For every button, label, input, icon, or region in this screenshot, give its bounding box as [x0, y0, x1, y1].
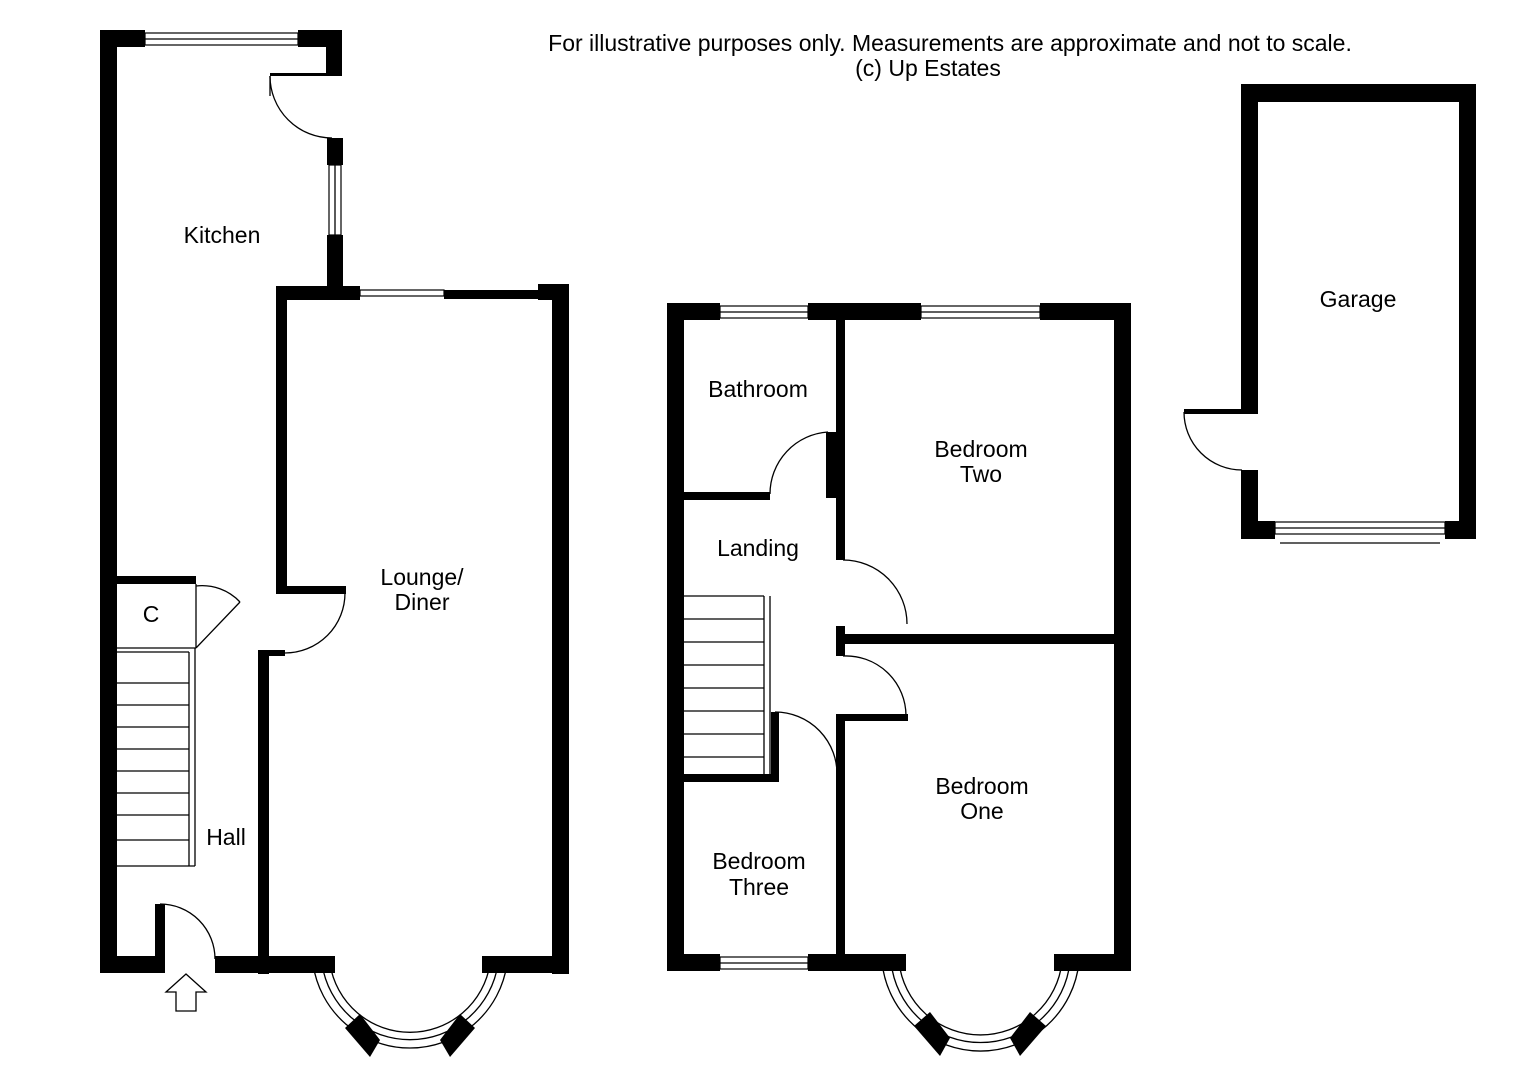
wall: [258, 650, 285, 656]
wall: [215, 956, 335, 973]
room-label-garage: Garage: [1320, 286, 1397, 312]
ground-floor: Kitchen C Hall Lounge/ Diner: [100, 30, 569, 1057]
wall: [1445, 521, 1476, 539]
wall: [667, 774, 777, 782]
wall: [836, 303, 845, 498]
room-label-bedroom-three-1: Bedroom: [712, 848, 805, 874]
room-label-lounge-1: Lounge/: [380, 564, 464, 590]
bedroom-three-door: [774, 711, 838, 777]
wall: [100, 956, 160, 973]
stairs: [117, 648, 196, 867]
wall: [1114, 303, 1131, 971]
wall: [100, 30, 117, 973]
room-label-lounge-2: Diner: [395, 589, 450, 615]
bedroom-one-door: [842, 655, 907, 717]
kitchen-door: [269, 75, 333, 139]
room-label-bedroom-three-2: Three: [729, 874, 789, 900]
wall: [836, 714, 908, 721]
wall: [444, 290, 569, 299]
wall: [1241, 84, 1476, 102]
wall: [258, 650, 269, 974]
room-label-kitchen: Kitchen: [184, 222, 261, 248]
cupboard-door: [195, 584, 241, 603]
first-floor: Bathroom Landing Bedroom Two Bedroom One…: [667, 303, 1131, 1056]
lounge-bay-window: [312, 956, 508, 1057]
wall: [836, 498, 845, 560]
wall: [552, 284, 569, 974]
garage: Garage: [1183, 84, 1476, 544]
front-door: [159, 903, 216, 960]
wall: [667, 303, 720, 320]
room-label-bathroom: Bathroom: [708, 376, 808, 402]
wall: [836, 714, 845, 959]
wall: [808, 954, 906, 971]
wall: [117, 576, 196, 584]
wall: [327, 138, 343, 165]
wall: [276, 288, 287, 593]
room-label-bedroom-two-1: Bedroom: [934, 436, 1027, 462]
wall: [326, 30, 342, 76]
wall: [276, 586, 346, 594]
wall: [327, 235, 343, 300]
garage-side-door: [1183, 411, 1243, 471]
entrance-arrow-icon: [164, 973, 208, 1012]
wall: [1040, 303, 1131, 320]
bathroom-door: [769, 431, 829, 495]
lounge-door: [284, 592, 346, 654]
room-label-bedroom-one-1: Bedroom: [935, 773, 1028, 799]
room-label-bedroom-one-2: One: [960, 798, 1003, 824]
copyright-text: (c) Up Estates: [855, 55, 1001, 81]
room-label-cupboard: C: [143, 601, 160, 627]
wall: [771, 712, 779, 782]
wall: [826, 432, 836, 498]
wall: [155, 904, 165, 973]
wall: [1241, 521, 1275, 539]
lounge-opening: [359, 289, 445, 297]
disclaimer-text: For illustrative purposes only. Measurem…: [548, 30, 1352, 56]
room-label-hall: Hall: [206, 824, 246, 850]
wall: [808, 303, 921, 320]
wall: [270, 73, 342, 76]
room-label-bedroom-two-2: Two: [960, 461, 1002, 487]
wall: [667, 492, 770, 500]
bedroom-two-door: [842, 559, 908, 625]
wall: [276, 286, 360, 300]
wall: [667, 954, 720, 971]
wall: [836, 634, 1114, 644]
bedroom-one-bay-window: [881, 954, 1080, 1056]
wall: [1241, 84, 1258, 414]
wall: [1459, 84, 1476, 539]
room-label-landing: Landing: [717, 535, 799, 561]
wall: [667, 303, 684, 971]
wall: [100, 30, 145, 47]
stairs: [684, 595, 771, 774]
wall: [1184, 409, 1241, 414]
